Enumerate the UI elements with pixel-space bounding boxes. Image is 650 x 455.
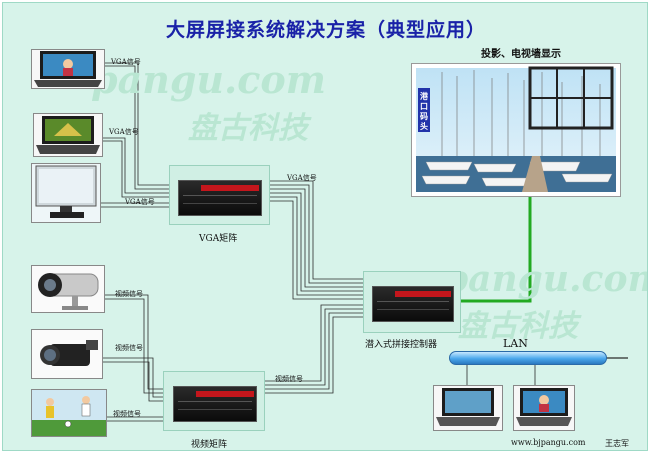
cctv-camera [31,265,105,313]
signal-label-vga-in-2: VGA信号 [109,128,139,136]
vga-matrix-device [178,180,262,216]
lan-label: LAN [503,337,528,350]
video-matrix-frame [163,371,265,431]
signal-label-video-out: 视频信号 [275,375,303,383]
desktop-monitor [31,163,101,223]
display-wall-caption: 投影、电视墙显示 [481,49,561,60]
controller-frame [363,271,461,333]
signal-label-video-in-3: 视频信号 [113,410,141,418]
footer-author: 王志军 [605,439,629,448]
watermark-chinese-2: 盘古科技 [458,309,578,344]
camcorder [31,329,103,379]
video-matrix-device [173,386,257,422]
controller-label: 潜入式拼接控制器 [365,340,438,350]
video-matrix-label: 视频矩阵 [191,440,228,450]
rack-accent [201,185,259,191]
display-wall-photo: 港口码头 [411,63,621,197]
watermark-latin: pangu.com [91,57,326,102]
laptop-2 [33,113,103,157]
camcorder-icon [40,340,98,366]
vga-matrix-frame [169,165,270,225]
laptop-icon [36,116,100,154]
soccer-photo [31,389,107,437]
watermark-latin-2: pangu.com [443,258,648,300]
page-title: 大屏屏接系统解决方案（典型应用） [165,19,486,41]
laptop-icon [436,388,500,426]
signal-label-vga-out: VGA信号 [287,174,317,182]
vga-matrix-label: VGA矩阵 [199,234,238,244]
rack-accent [395,291,451,297]
signal-label-video-in-2: 视频信号 [115,344,143,352]
cctv-camera-icon [38,273,99,310]
harbor-photo [416,66,616,192]
signal-label-vga-in-1: VGA信号 [111,58,141,66]
laptop-icon [34,51,102,87]
controller-device [372,286,454,322]
laptop-1 [31,49,105,89]
lan-laptop-2 [513,385,575,431]
lan-laptop-1 [433,385,503,431]
rack-accent [196,391,254,397]
laptop-icon [516,388,572,426]
footer-url: www.bjpangu.com [511,438,586,447]
signal-label-vga-in-3: VGA信号 [125,198,155,206]
signal-label-video-in-1: 视频信号 [115,290,143,298]
display-wall-banner: 港口码头 [420,92,428,131]
lan-pipe-icon [449,351,607,365]
watermark-chinese: 盘古科技 [188,111,308,146]
monitor-icon [35,165,97,218]
soccer-photo-image [32,396,106,436]
